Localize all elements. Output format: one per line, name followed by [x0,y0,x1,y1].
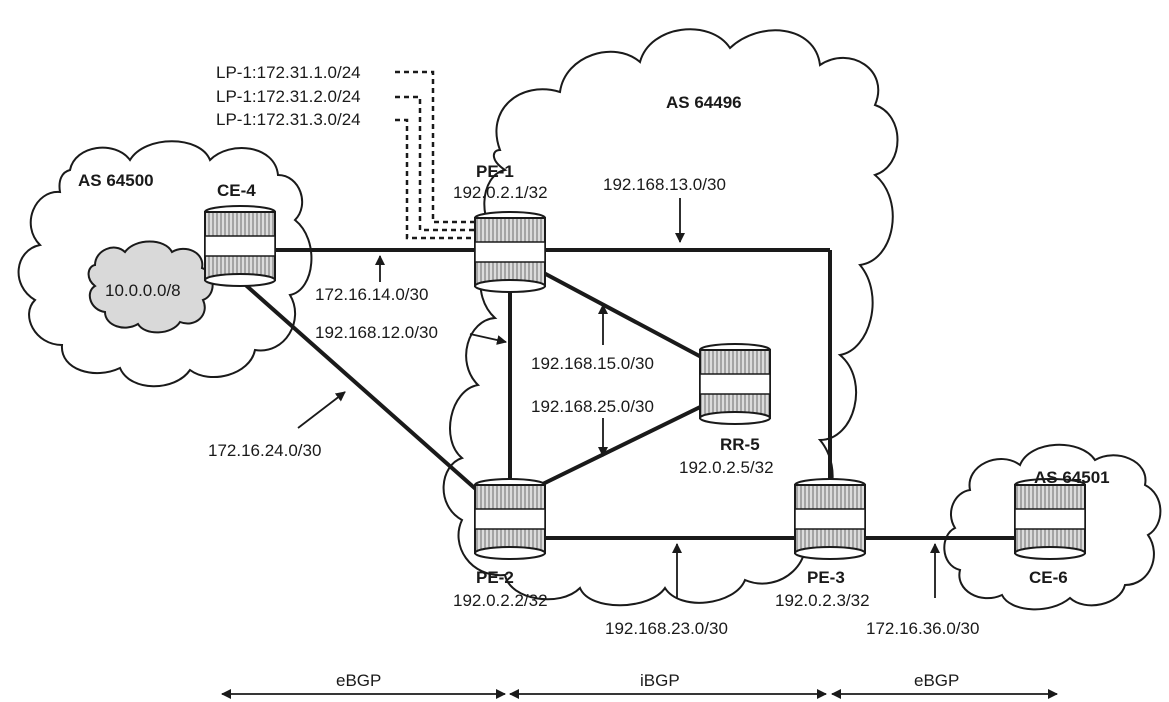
session-ebgp-left: eBGP [336,671,381,690]
subnet-ce4-pe2: 172.16.24.0/30 [208,441,321,460]
arrow-192-168-12 [469,333,507,345]
prefix-cloud [87,240,214,334]
ce6-name: CE-6 [1029,568,1068,587]
router-pe2 [474,478,546,560]
pe1-address: 192.0.2.1/32 [453,183,548,202]
subnet-pe1-pe3: 192.168.13.0/30 [603,175,726,194]
router-ce6 [1014,478,1086,560]
lp-route-line-1 [395,70,478,224]
rr5-address: 192.0.2.5/32 [679,458,774,477]
lp-route-label-2: LP-1:172.31.2.0/24 [216,87,361,106]
pe1-name: PE-1 [476,162,514,181]
arrow-172-16-24 [297,391,346,429]
prefix-label: 10.0.0.0/8 [105,281,181,300]
rr5-name: RR-5 [720,435,760,454]
router-ce4 [204,205,276,287]
subnet-pe1-rr5: 192.168.15.0/30 [531,354,654,373]
lp-route-line-2 [395,95,478,232]
subnet-pe1-pe2: 192.168.12.0/30 [315,323,438,342]
pe3-name: PE-3 [807,568,845,587]
pe2-address: 192.0.2.2/32 [453,591,548,610]
as64500-label: AS 64500 [78,171,154,190]
lp-route-line-3 [395,118,478,240]
session-ebgp-right: eBGP [914,671,959,690]
router-rr5 [699,343,771,425]
as64501-label: AS 64501 [1034,468,1110,487]
link-ce4-pe2 [238,278,507,517]
link-pe2-rr5 [509,388,736,502]
lp-route-label-3: LP-1:172.31.3.0/24 [216,110,361,129]
subnet-pe2-rr5: 192.168.25.0/30 [531,397,654,416]
router-pe1 [474,211,546,293]
link-pe1-rr5 [509,253,736,377]
router-pe3 [794,478,866,560]
pe3-address: 192.0.2.3/32 [775,591,870,610]
as64496-label: AS 64496 [666,93,742,112]
subnet-pe3-ce6: 172.16.36.0/30 [866,619,979,638]
lp-route-label-1: LP-1:172.31.1.0/24 [216,63,361,82]
subnet-pe2-pe3: 192.168.23.0/30 [605,619,728,638]
session-ibgp: iBGP [640,671,680,690]
subnet-ce4-pe1: 172.16.14.0/30 [315,285,428,304]
pe2-name: PE-2 [476,568,514,587]
ce4-name: CE-4 [217,181,256,200]
